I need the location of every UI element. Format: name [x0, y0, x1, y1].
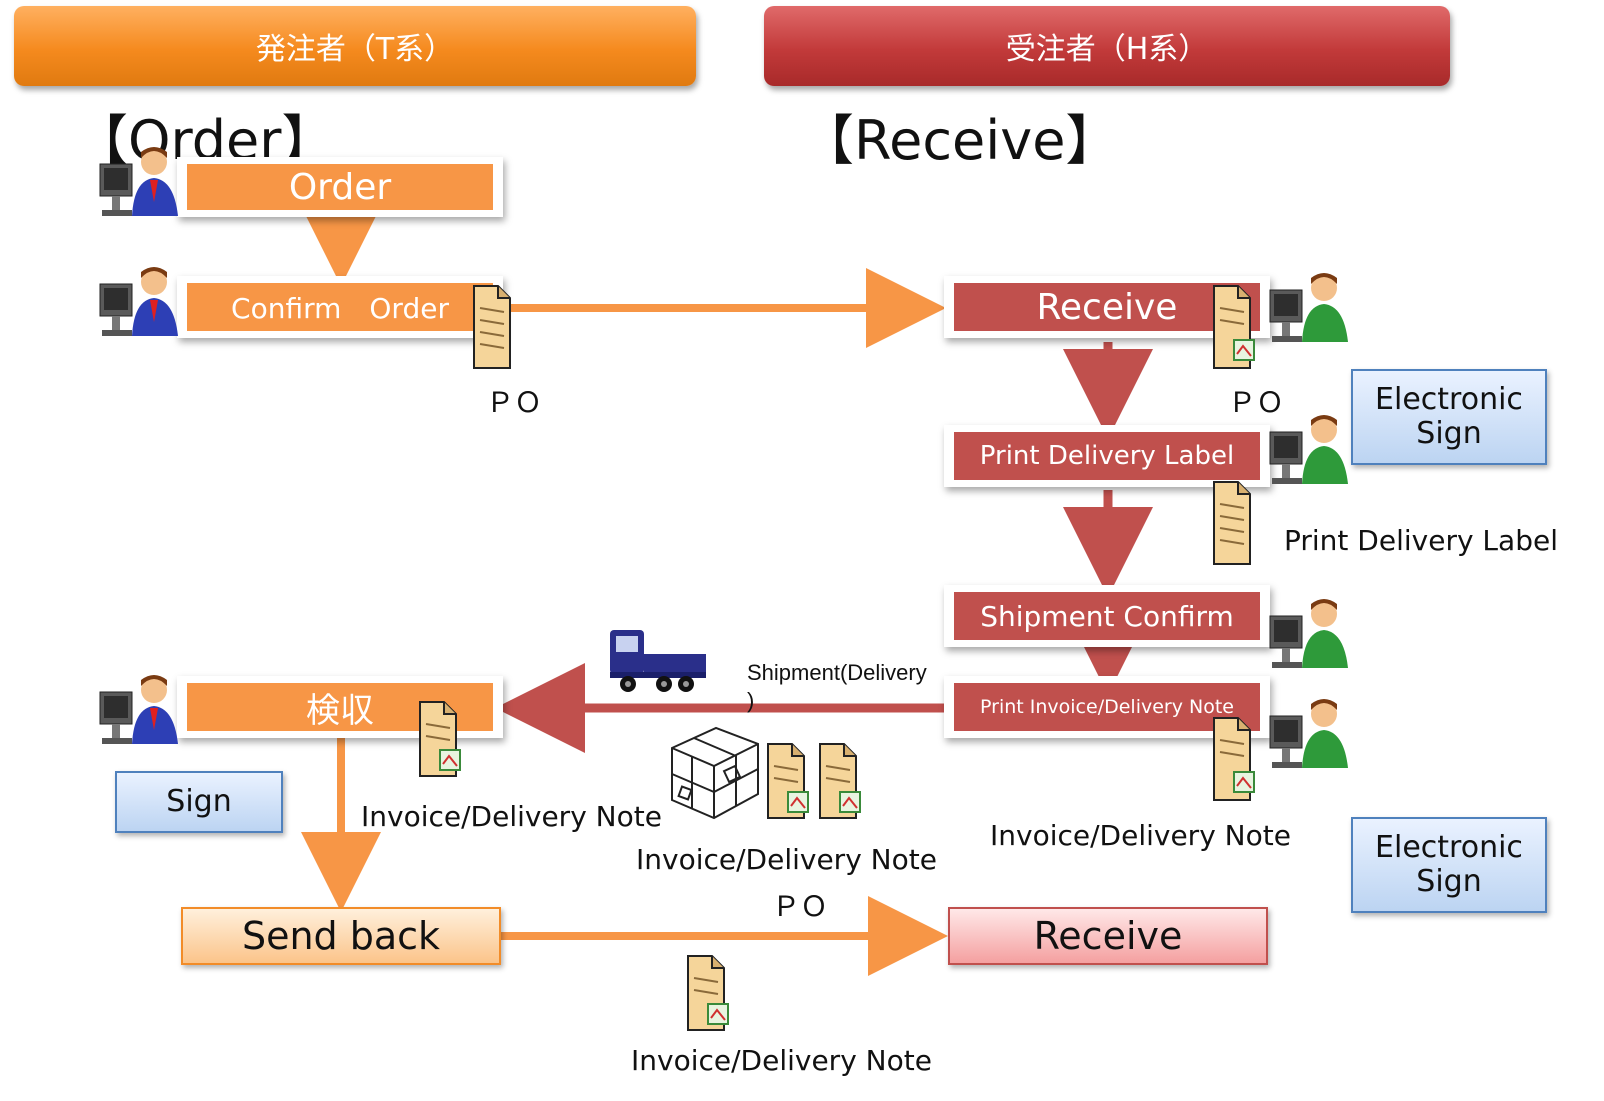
- user-at-computer-icon: [1269, 699, 1348, 768]
- po-right-label: ＰＯ: [1228, 386, 1285, 419]
- user-at-computer-icon: [99, 267, 178, 336]
- signed-document-icon: [819, 743, 861, 819]
- po-left-label: ＰＯ: [486, 386, 543, 419]
- sign-box: Sign: [115, 771, 283, 833]
- step-send-back-label: Send back: [241, 914, 441, 958]
- orderer-lane-title: 発注者（T系）: [255, 32, 455, 67]
- step-order: Order: [177, 157, 503, 217]
- invoice-left-label: Invoice/Delivery Note: [361, 800, 662, 833]
- receiver-lane-title: 受注者（H系）: [1005, 32, 1209, 67]
- step-receive-label: Receive: [954, 283, 1260, 331]
- signed-document-icon: [1213, 717, 1255, 801]
- step-receive-final-label: Receive: [1033, 914, 1183, 958]
- step-shipment-confirm: Shipment Confirm: [944, 585, 1270, 647]
- signed-document-icon: [1213, 285, 1255, 369]
- invoice-middle-label: Invoice/Delivery Note: [636, 843, 937, 876]
- receiver-lane-header: 受注者（H系）: [764, 6, 1450, 86]
- electronic-sign-top: Electronic Sign: [1351, 369, 1547, 465]
- po-middle-label: ＰＯ: [772, 890, 829, 923]
- signed-document-icon: [687, 955, 729, 1031]
- electronic-sign-bottom: Electronic Sign: [1351, 817, 1547, 913]
- print-delivery-label-doc: Print Delivery Label: [1284, 524, 1558, 557]
- step-order-label: Order: [187, 164, 493, 210]
- user-at-computer-icon: [1269, 599, 1348, 668]
- truck-icon: [610, 630, 706, 692]
- step-shipment-confirm-label: Shipment Confirm: [954, 592, 1260, 640]
- signed-document-icon: [767, 743, 809, 819]
- receive-section-title: 【Receive】: [800, 109, 1120, 172]
- step-print-delivery-label: Print Delivery Label: [944, 425, 1270, 487]
- user-at-computer-icon: [1269, 415, 1348, 484]
- orderer-lane-header: 発注者（T系）: [14, 6, 696, 86]
- shipment-delivery-label-1: Shipment(Delivery: [747, 660, 927, 685]
- step-print-invoice-label: Print Invoice/Delivery Note: [954, 683, 1260, 731]
- step-print-delivery-label-text: Print Delivery Label: [954, 432, 1260, 480]
- signed-document-icon: [419, 701, 461, 777]
- shipment-delivery-label-2: ): [747, 688, 755, 713]
- user-at-computer-icon: [1269, 273, 1348, 342]
- step-confirm-order: Confirm Order: [177, 276, 503, 338]
- document-icon: [1213, 481, 1251, 565]
- user-at-computer-icon: [99, 147, 178, 216]
- invoice-right-label: Invoice/Delivery Note: [990, 819, 1291, 852]
- user-at-computer-icon: [99, 675, 178, 744]
- step-send-back: Send back: [181, 907, 501, 965]
- step-receive-final: Receive: [948, 907, 1268, 965]
- invoice-bottom-label: Invoice/Delivery Note: [631, 1044, 932, 1077]
- document-icon: [473, 285, 511, 369]
- package-icon: [671, 726, 759, 820]
- step-confirm-order-label: Confirm Order: [187, 283, 493, 331]
